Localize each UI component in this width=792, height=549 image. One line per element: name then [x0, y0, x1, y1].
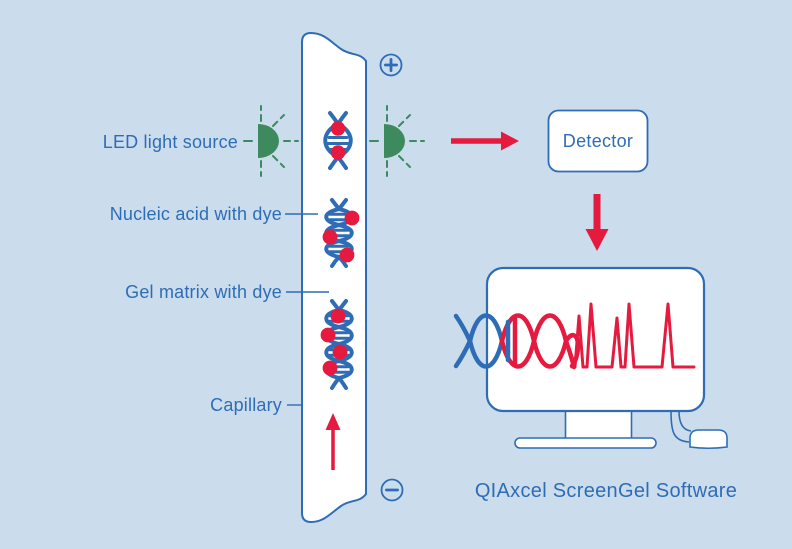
mouse-cable-2: [678, 410, 692, 432]
monitor-base: [514, 437, 657, 449]
computer-monitor-icon: [485, 266, 728, 450]
plus-circle-icon: [379, 53, 403, 77]
dna-helix-with-dye-icon-large: [320, 299, 354, 390]
down-arrow-icon: [585, 194, 609, 251]
capillary-label: Capillary: [210, 395, 282, 415]
detector-label: Detector: [562, 130, 634, 151]
electropherogram-trace: [570, 302, 696, 369]
led-light-source-label: LED light source: [102, 132, 238, 152]
led-light-icon-left: [243, 105, 299, 177]
right-arrow-icon: [451, 131, 519, 151]
mouse-cable: [670, 410, 690, 443]
gel-matrix-label: Gel matrix with dye: [125, 282, 282, 302]
detector-box: [547, 109, 649, 173]
computer-mouse-icon: [689, 429, 728, 450]
leader-lines: [285, 213, 329, 406]
capillary-tube: [301, 31, 367, 524]
dna-helix-with-dye-icon-medium: [322, 198, 360, 268]
monitor-screen: [485, 266, 706, 413]
up-arrow-icon: [325, 413, 341, 470]
software-title: QIAxcel ScreenGel Software: [474, 480, 738, 502]
monitor-stand: [564, 408, 633, 440]
dna-to-electropherogram-graphic: [453, 302, 696, 370]
minus-circle-icon: [380, 478, 404, 502]
nucleic-acid-label: Nucleic acid with dye: [109, 204, 282, 224]
led-light-icon-right: [369, 105, 425, 177]
dna-helix-with-dye-icon-small: [323, 111, 353, 170]
